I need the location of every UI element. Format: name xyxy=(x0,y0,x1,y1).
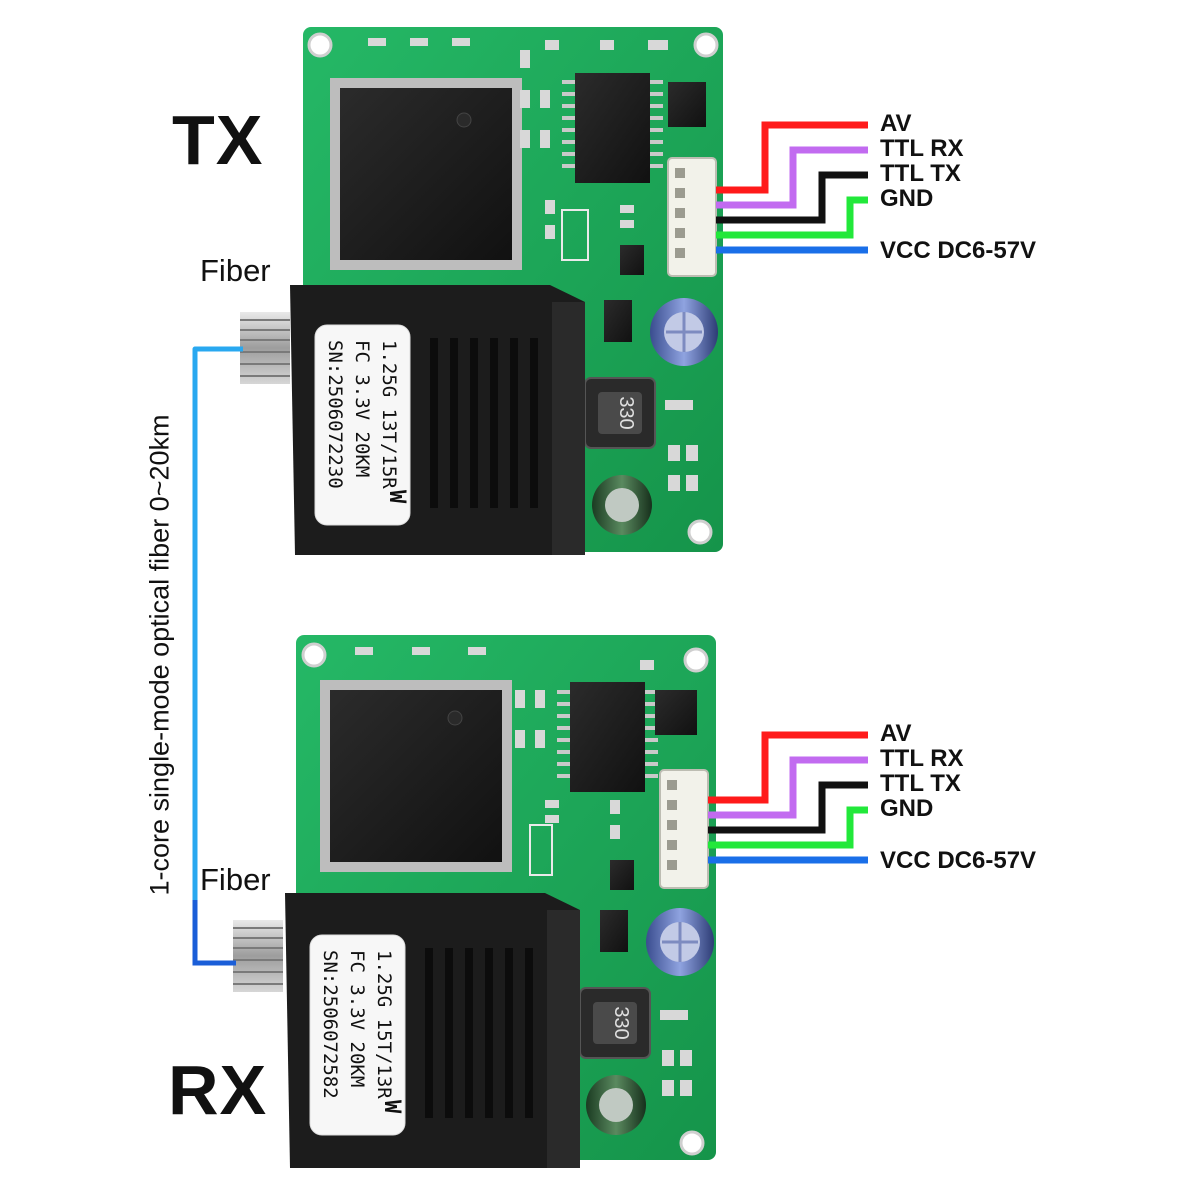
rx-mount-hole-br xyxy=(679,1130,705,1156)
tx-module-line3: SN:2506072230 xyxy=(324,340,346,489)
tx-label-ttl-rx: TTL RX xyxy=(880,135,964,162)
tx-module-line1: 1.25G 13T/15R xyxy=(378,340,400,489)
tx-label-av: AV xyxy=(880,110,912,137)
rx-module-sticker xyxy=(309,934,406,1136)
rx-wire-bundle xyxy=(708,731,868,864)
tx-module-mark: W xyxy=(382,490,410,503)
rx-title: RX xyxy=(168,1051,268,1129)
fiber-caption-text: 1-core single-mode optical fiber 0~20km xyxy=(144,414,175,896)
rx-secondary-chip xyxy=(570,682,645,792)
rx-optical-module xyxy=(285,893,580,1168)
tx-wire-ttl-rx xyxy=(716,146,868,209)
tx-secondary-chip xyxy=(575,73,650,183)
rx-inductor-label: 330 xyxy=(610,1006,632,1039)
tx-wire-gnd xyxy=(716,196,868,239)
rx-mount-hole-tl xyxy=(301,642,327,668)
tx-module-label: 1.25G 13T/15R FC 3.3V 20KM SN:2506072230 xyxy=(321,340,402,489)
tx-module-w: W xyxy=(384,490,409,504)
rx-module-line2: FC 3.3V 20KM xyxy=(346,950,368,1088)
tx-inductor-label: 330 xyxy=(615,396,637,429)
tx-mount-hole-tl xyxy=(307,32,333,58)
rx-wire-ttl-rx xyxy=(708,756,868,819)
tx-module-sticker xyxy=(314,324,411,526)
rx-label-gnd: GND xyxy=(880,795,934,822)
rx-module-mark: W xyxy=(377,1100,405,1113)
rx-mount-hole-tr xyxy=(683,647,709,673)
rx-wire-av xyxy=(708,731,868,804)
tx-label-gnd: GND xyxy=(880,185,934,212)
rx-eeprom-chip xyxy=(655,690,697,735)
rx-module-line3: SN:2506072582 xyxy=(319,950,341,1099)
tx-mount-hole-br xyxy=(687,519,713,545)
rx-module-label: 1.25G 15T/13R FC 3.3V 20KM SN:2506072582 xyxy=(316,950,397,1099)
tx-eeprom-chip xyxy=(668,82,706,127)
tx-label-vcc: VCC DC6-57V xyxy=(880,237,1037,264)
rx-label-ttl-rx: TTL RX xyxy=(880,745,964,772)
rx-module-w: W xyxy=(379,1100,404,1114)
tx-title: TX xyxy=(172,101,264,179)
rx-fiber-label: Fiber xyxy=(200,862,271,897)
tx-fiber-label: Fiber xyxy=(200,253,271,288)
tx-fiber-connector xyxy=(240,312,290,384)
tx-wire-bundle xyxy=(716,121,868,254)
rx-fiber-connector xyxy=(233,920,283,992)
rx-wire-gnd xyxy=(708,806,868,849)
tx-wire-ttl-tx xyxy=(716,171,868,224)
rx-module-line1: 1.25G 15T/13R xyxy=(373,950,395,1099)
tx-module-line2: FC 3.3V 20KM xyxy=(351,340,373,478)
rx-label-vcc: VCC DC6-57V xyxy=(880,847,1037,874)
tx-wire-av xyxy=(716,121,868,194)
rx-label-ttl-tx: TTL TX xyxy=(880,770,961,797)
tx-main-chip xyxy=(340,88,512,260)
tx-label-ttl-tx: TTL TX xyxy=(880,160,961,187)
tx-optical-module xyxy=(290,285,585,555)
rx-wire-ttl-tx xyxy=(708,781,868,834)
rx-main-chip xyxy=(330,690,502,862)
tx-mount-hole-tr xyxy=(693,32,719,58)
rx-label-av: AV xyxy=(880,720,912,747)
